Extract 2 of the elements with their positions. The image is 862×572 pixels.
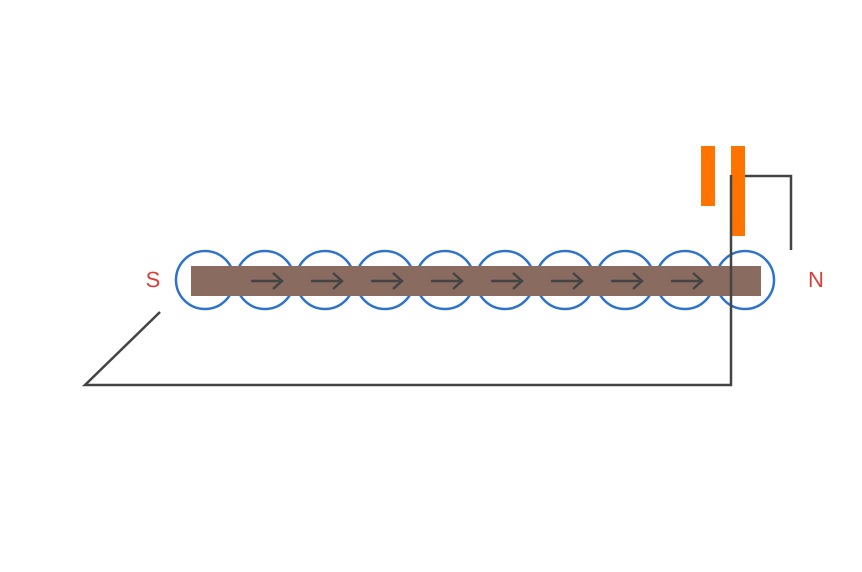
pole-label: N xyxy=(808,266,824,294)
pole-label: S xyxy=(146,266,160,294)
